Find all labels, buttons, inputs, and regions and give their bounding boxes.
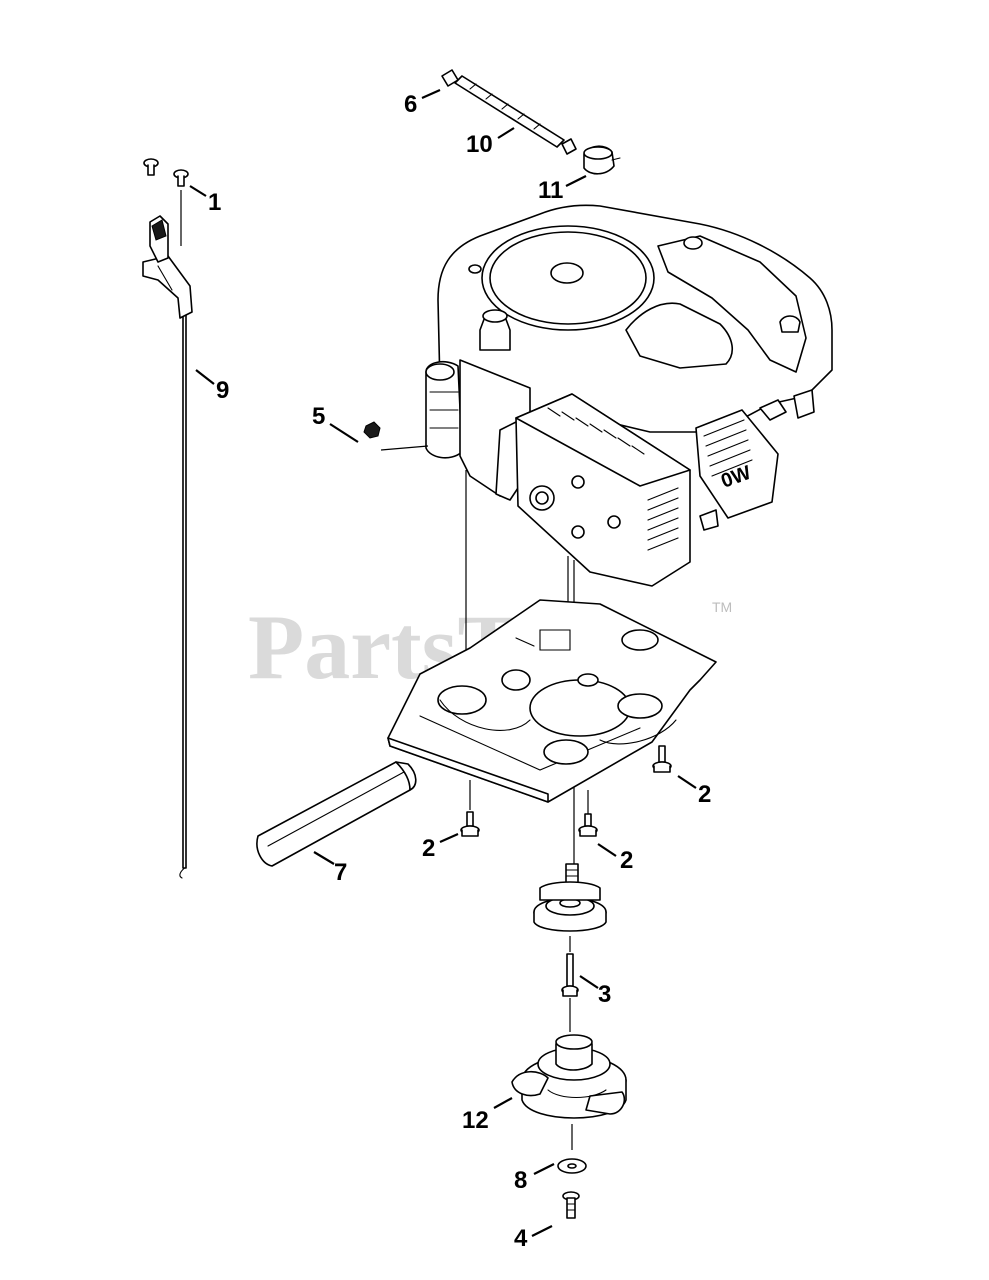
part-engine-mount-plate — [387, 599, 717, 803]
callout-labels: 1 9 6 10 11 5 2 2 2 7 3 12 8 4 — [208, 91, 711, 1252]
callout-2-center: 2 — [620, 847, 633, 874]
part-screw-1a — [143, 158, 159, 176]
part-dipstick-tube — [142, 158, 193, 879]
part-fuel-filter — [583, 145, 621, 175]
watermark-tm: TM — [712, 599, 732, 615]
part-bolt-4 — [562, 1191, 580, 1219]
callout-7: 7 — [334, 859, 347, 886]
callout-4: 4 — [514, 1225, 528, 1252]
callout-3: 3 — [598, 981, 611, 1008]
part-nut-5 — [363, 421, 381, 439]
part-bolt-2a — [460, 780, 480, 837]
part-bolt-2b — [578, 790, 598, 837]
leader-lines — [189, 88, 697, 1237]
callout-2-left: 2 — [422, 835, 435, 862]
part-crank-key — [565, 863, 579, 887]
part-pto-clutch — [511, 998, 627, 1119]
part-pulley — [533, 881, 607, 932]
callout-12: 12 — [462, 1107, 489, 1134]
callout-9: 9 — [216, 377, 229, 404]
part-washer-8 — [557, 1124, 587, 1174]
callout-8: 8 — [514, 1167, 527, 1194]
callout-1: 1 — [208, 189, 221, 216]
callout-5: 5 — [312, 403, 325, 430]
callout-11: 11 — [538, 177, 563, 204]
part-bolt-2c — [652, 745, 672, 773]
part-screw-1b — [173, 169, 189, 187]
callout-2-right: 2 — [698, 781, 711, 808]
callout-10: 10 — [466, 131, 493, 158]
part-belt-guard — [256, 761, 417, 867]
part-engine: 0W — [425, 204, 833, 587]
part-bolt-3 — [561, 936, 579, 997]
part-fuel-line — [441, 69, 577, 155]
callout-6: 6 — [404, 91, 417, 118]
